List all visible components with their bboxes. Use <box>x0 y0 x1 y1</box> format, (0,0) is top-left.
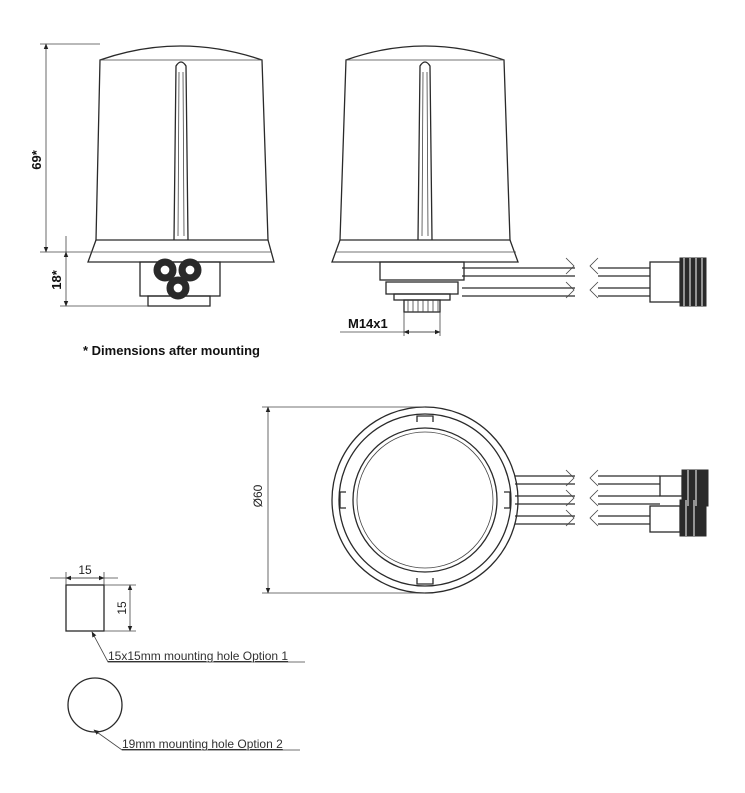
dim-69-label: 69* <box>29 149 44 169</box>
side-nut <box>385 281 459 295</box>
dim-diameter-label: Ø60 <box>251 484 265 507</box>
mounting-option-1: 15 15 15x15mm mounting hole Option 1 <box>50 563 305 663</box>
dim-square-height: 15 <box>115 601 129 615</box>
note-dimensions-after-mounting: * Dimensions after mounting <box>83 343 260 358</box>
side-dome <box>339 45 511 241</box>
top-view: Ø60 <box>251 406 709 594</box>
side-base-flange <box>331 239 519 263</box>
top-inner-ring <box>352 427 498 573</box>
label-option-1: 15x15mm mounting hole Option 1 <box>108 649 288 663</box>
dim-18-label: 18* <box>49 269 64 289</box>
dim-thread-label: M14x1 <box>348 316 388 331</box>
top-cables <box>515 475 575 525</box>
front-ridge <box>173 61 189 241</box>
side-cables <box>462 267 575 297</box>
top-tab <box>416 415 434 422</box>
side-cable-break <box>565 257 599 299</box>
label-option-2: 19mm mounting hole Option 2 <box>122 737 283 751</box>
side-ridge <box>417 61 433 241</box>
side-view: M14x1 <box>331 45 707 336</box>
front-connectors <box>153 258 202 300</box>
front-view: 69* 18* * Dimensions after mounting <box>29 43 275 358</box>
dim-square-width: 15 <box>78 563 92 577</box>
front-dome <box>95 45 269 241</box>
front-base-flange <box>87 239 275 263</box>
side-connector <box>649 257 707 307</box>
top-connectors <box>649 469 709 537</box>
side-thread <box>403 299 441 313</box>
top-outer-ring <box>331 406 519 594</box>
mounting-option-2: 19mm mounting hole Option 2 <box>67 677 300 751</box>
round-hole <box>67 677 123 733</box>
square-hole <box>65 584 105 632</box>
